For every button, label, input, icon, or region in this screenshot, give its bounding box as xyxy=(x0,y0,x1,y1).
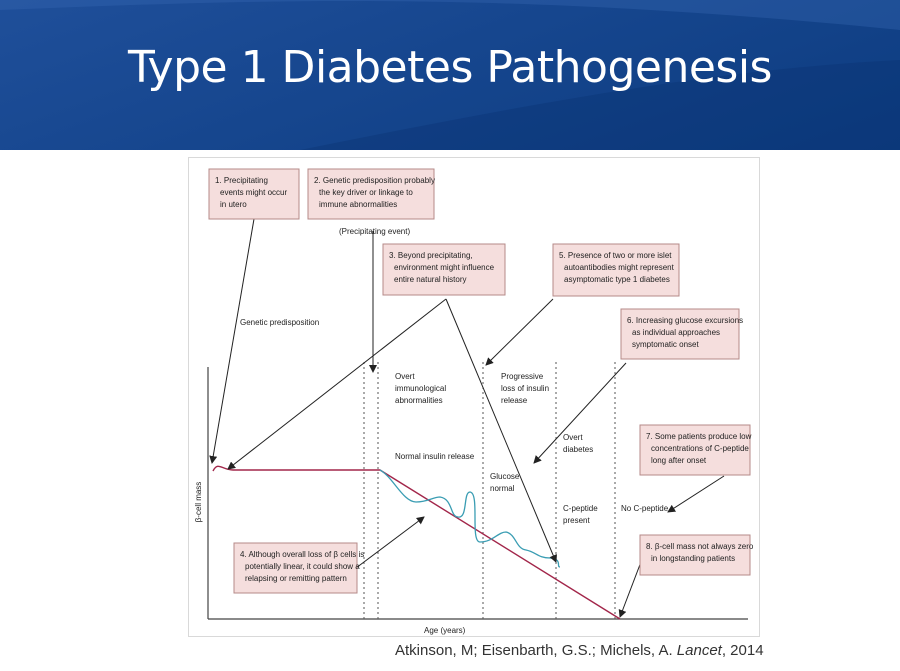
note-box-2: 2. Genetic predisposition probably the k… xyxy=(307,168,435,220)
note-box-7: 7. Some patients produce low concentrati… xyxy=(639,424,752,476)
citation-year: , 2014 xyxy=(721,642,764,659)
stage-progressive-loss: Progressive loss of insulin release xyxy=(501,372,549,405)
progressive-loss-line-3: release xyxy=(501,396,528,405)
note-2-line-1: 2. Genetic predisposition probably xyxy=(314,176,435,185)
arrow-note-3-to-start xyxy=(227,298,447,470)
citation-journal: Lancet xyxy=(676,642,722,659)
note-6-line-1: 6. Increasing glucose excursions xyxy=(627,316,743,325)
citation-authors: Atkinson, M; Eisenbarth, G.S.; Michels, … xyxy=(395,642,673,659)
note-7-line-2: concentrations of C-peptide xyxy=(651,444,749,453)
note-7-line-1: 7. Some patients produce low xyxy=(646,432,752,441)
glucose-normal-line-1: Glucose xyxy=(490,472,520,481)
stage-c-peptide-present: C-peptide present xyxy=(563,504,598,525)
note-box-3: 3. Beyond precipitating, environment mig… xyxy=(382,243,506,296)
note-8-line-1: 8. β-cell mass not always zero xyxy=(646,542,754,551)
overt-immunological-line-1: Overt xyxy=(395,372,415,381)
note-7-line-3: long after onset xyxy=(651,456,707,465)
overt-immunological-line-3: abnormalities xyxy=(395,396,443,405)
beta-cell-mass-line xyxy=(212,465,621,620)
note-1-line-1: 1. Precipitating xyxy=(215,176,268,185)
relapse-remit-line xyxy=(379,469,561,568)
title-banner: Type 1 Diabetes Pathogenesis xyxy=(0,0,900,150)
pathogenesis-diagram: β-cell mass Age (years) xyxy=(188,157,760,637)
pathogenesis-figure: β-cell mass Age (years) xyxy=(188,157,760,637)
no-c-peptide-label: No C-peptide xyxy=(621,504,669,513)
note-5-line-1: 5. Presence of two or more islet xyxy=(559,251,672,260)
note-box-8: 8. β-cell mass not always zero in longst… xyxy=(639,534,754,576)
arrow-note-5 xyxy=(485,298,554,366)
note-box-6: 6. Increasing glucose excursions as indi… xyxy=(620,308,743,360)
arrow-note-3-to-relapse xyxy=(445,298,557,563)
overt-diabetes-line-2: diabetes xyxy=(563,445,593,454)
arrow-note-7 xyxy=(667,475,725,513)
note-box-1: 1. Precipitating events might occur in u… xyxy=(208,168,300,220)
progressive-loss-line-1: Progressive xyxy=(501,372,544,381)
overt-diabetes-line-1: Overt xyxy=(563,433,583,442)
stage-overt-diabetes: Overt diabetes xyxy=(563,433,593,454)
note-5-line-3: asymptomatic type 1 diabetes xyxy=(564,275,670,284)
x-axis-label: Age (years) xyxy=(424,626,466,635)
normal-insulin-label: Normal insulin release xyxy=(395,452,475,461)
note-1-line-3: in utero xyxy=(220,200,247,209)
note-5-line-2: autoantibodies might represent xyxy=(564,263,675,272)
overt-immunological-line-2: immunological xyxy=(395,384,446,393)
arrow-note-4 xyxy=(355,516,425,569)
precipitating-event-label: (Precipitating event) xyxy=(339,227,410,236)
note-1-line-2: events might occur xyxy=(220,188,287,197)
note-2-line-2: the key driver or linkage to xyxy=(319,188,413,197)
citation: Atkinson, M; Eisenbarth, G.S.; Michels, … xyxy=(395,642,764,659)
note-4-line-2: potentially linear, it could show a xyxy=(245,562,360,571)
note-box-5: 5. Presence of two or more islet autoant… xyxy=(552,243,680,297)
stage-glucose-normal: Glucose normal xyxy=(490,472,520,493)
c-peptide-present-line-2: present xyxy=(563,516,590,525)
note-2-line-3: immune abnormalities xyxy=(319,200,397,209)
arrow-note-1 xyxy=(209,218,255,464)
note-3-line-1: 3. Beyond precipitating, xyxy=(389,251,473,260)
note-4-line-3: relapsing or remitting pattern xyxy=(245,574,347,583)
progressive-loss-line-2: loss of insulin xyxy=(501,384,549,393)
c-peptide-present-line-1: C-peptide xyxy=(563,504,598,513)
note-6-line-3: symptomatic onset xyxy=(632,340,699,349)
arrow-note-6 xyxy=(533,362,627,464)
slide-title: Type 1 Diabetes Pathogenesis xyxy=(128,42,772,93)
genetic-predisposition-label: Genetic predisposition xyxy=(240,318,319,327)
note-box-4: 4. Although overall loss of β cells is p… xyxy=(233,542,364,594)
note-6-line-2: as individual approaches xyxy=(632,328,720,337)
note-3-line-3: entire natural history xyxy=(394,275,466,284)
stage-overt-immunological: Overt immunological abnormalities xyxy=(395,372,446,405)
pointer-arrows xyxy=(209,218,725,618)
note-4-line-1: 4. Although overall loss of β cells is xyxy=(240,550,364,559)
banner-swoosh xyxy=(0,0,900,150)
note-3-line-2: environment might influence xyxy=(394,263,495,272)
glucose-normal-line-2: normal xyxy=(490,484,515,493)
note-8-line-2: in longstanding patients xyxy=(651,554,735,563)
y-axis-label: β-cell mass xyxy=(194,482,203,523)
